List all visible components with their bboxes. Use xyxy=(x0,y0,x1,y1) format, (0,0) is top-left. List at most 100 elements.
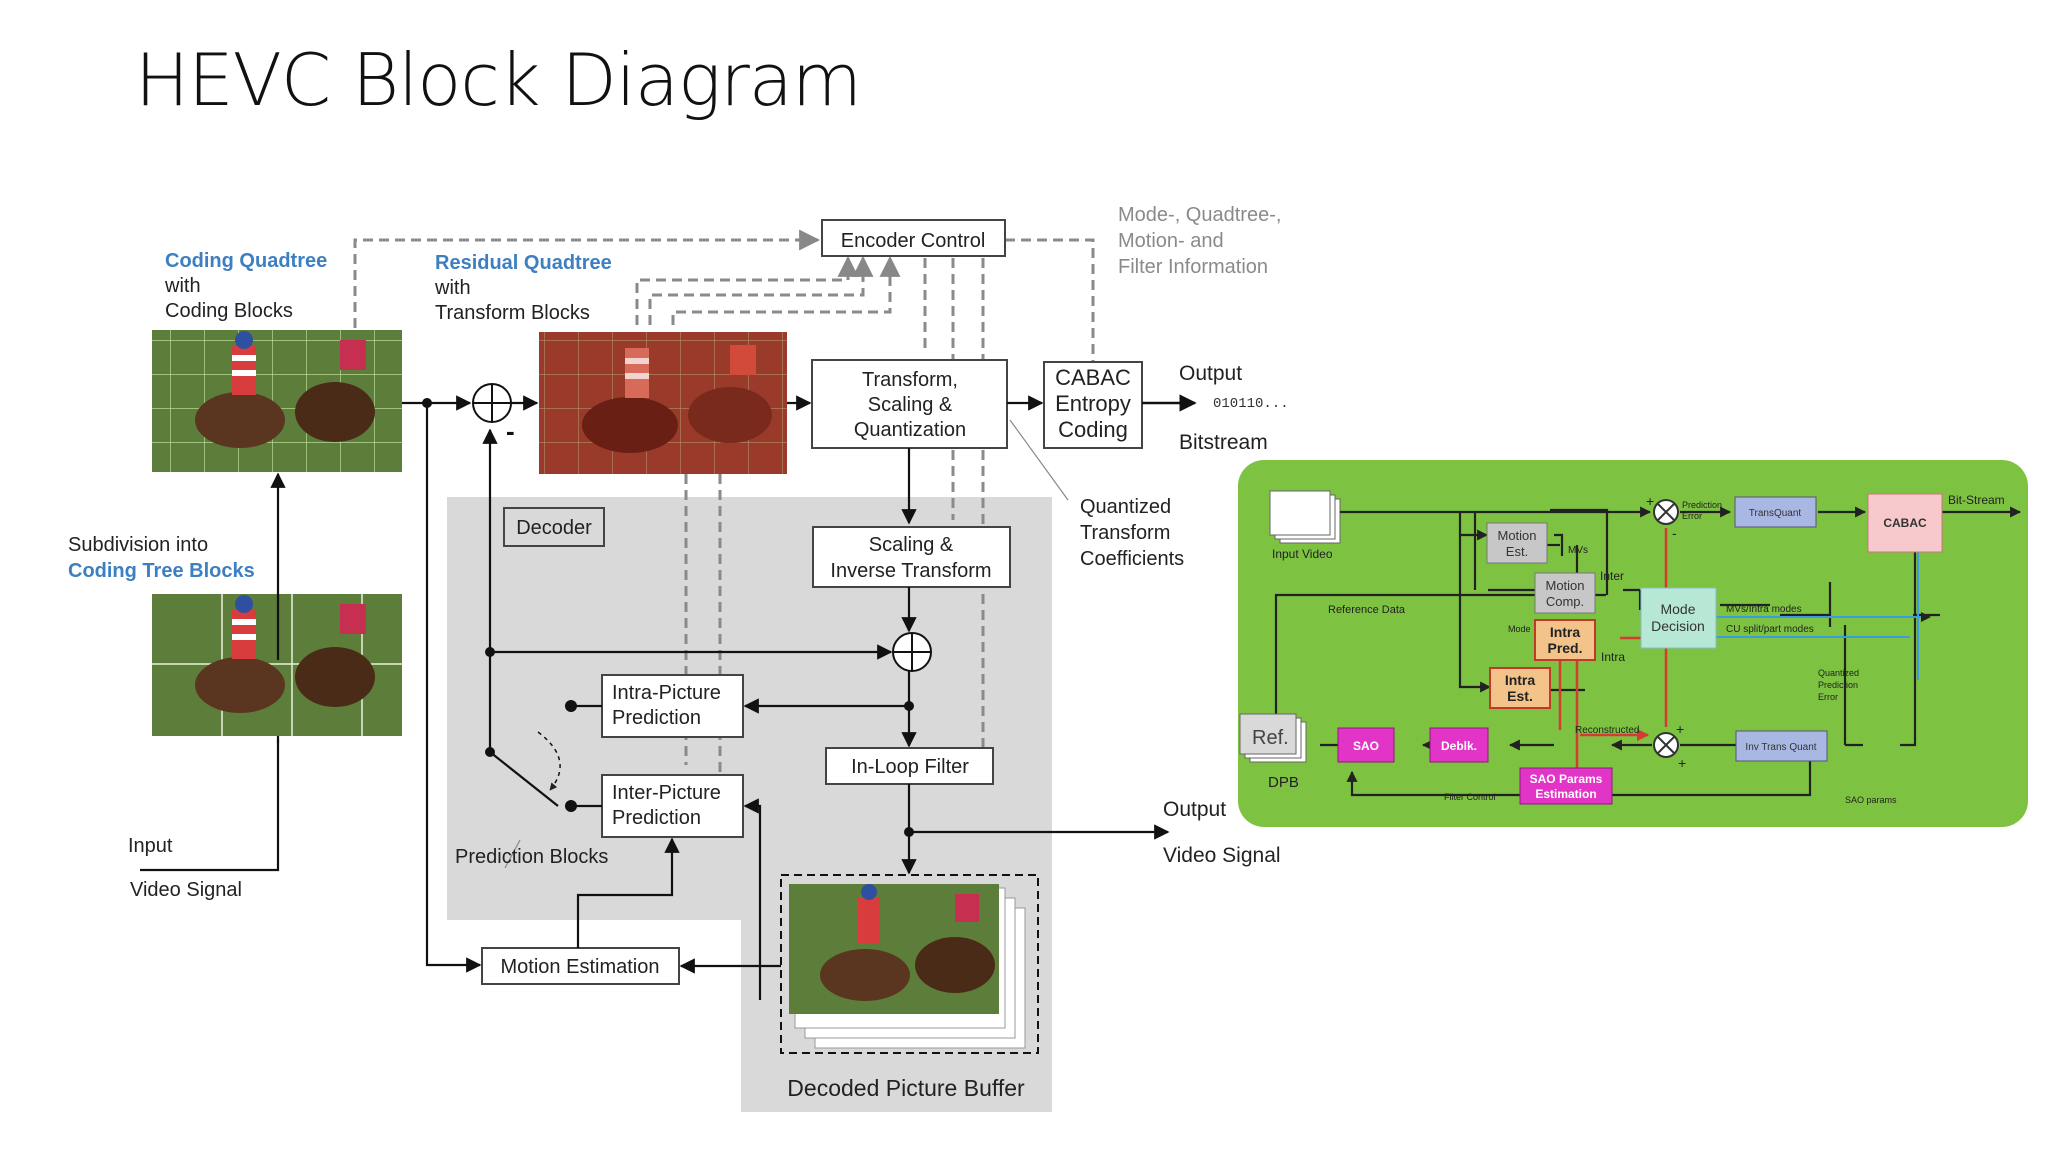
output-bitstream-line1: Output xyxy=(1179,362,1242,385)
rp-filter-control-label: Filter Control xyxy=(1444,792,1496,802)
dpb-frames xyxy=(780,874,1039,1054)
rp-mvs-label: MVs xyxy=(1568,545,1588,556)
rp-intra-pred-box xyxy=(1534,619,1596,661)
subdivision-label: Subdivision into Coding Tree Blocks xyxy=(68,534,255,582)
rp-deblk-label: Deblk. xyxy=(1441,739,1477,753)
pred-blocks-leader xyxy=(504,839,521,869)
rp-motion-comp-line1: Motion xyxy=(1545,578,1584,593)
prediction-blocks-label: Prediction Blocks xyxy=(455,846,608,868)
rp-mode-label: Mode xyxy=(1508,624,1531,634)
input-line2: Video Signal xyxy=(130,879,242,901)
rp-deblk-box xyxy=(1429,727,1489,763)
motion-estimation-label: Motion Estimation xyxy=(501,956,660,978)
rp-subtract-node xyxy=(1653,499,1679,525)
rp-mv-modes-label: MVs/Intra modes xyxy=(1726,604,1802,615)
rp-sao-box xyxy=(1337,727,1395,763)
rp-transquant-box xyxy=(1734,496,1817,528)
residual-quadtree-label: Residual Quadtree with Transform Blocks xyxy=(434,252,612,324)
decoder-label: Decoder xyxy=(516,517,592,539)
cabac-line2: Entropy xyxy=(1055,391,1131,416)
dpb-label: Decoded Picture Buffer xyxy=(787,1075,1025,1101)
side-info-line2: Motion- and xyxy=(1118,230,1224,252)
side-info-label: Mode-, Quadtree-, Motion- and Filter Inf… xyxy=(1118,204,1281,278)
rp-intra-est-box xyxy=(1489,667,1551,709)
rp-motion-comp-box xyxy=(1534,572,1596,614)
rp-prediction-error-line2: Error xyxy=(1682,511,1702,521)
coding-quadtree-blocks: Coding Blocks xyxy=(165,300,293,322)
rp-intra-est-line1: Intra xyxy=(1505,672,1536,688)
rp-ref-label: Ref. xyxy=(1252,727,1289,749)
qtc-line1: Quantized xyxy=(1080,496,1171,518)
rp-plus-right: + xyxy=(1676,721,1684,737)
signal-lines xyxy=(140,394,1197,1000)
rp-minus-top: - xyxy=(1672,525,1677,541)
residual-quadtree-blocks: Transform Blocks xyxy=(435,302,590,324)
rp-sao-label: SAO xyxy=(1353,739,1379,753)
rp-inv-trans-quant-label: Inv Trans Quant xyxy=(1745,742,1816,753)
summing-node-subtract xyxy=(472,383,512,423)
transform-label: Transform, Scaling & Quantization xyxy=(854,369,966,441)
rp-cu-modes-label: CU split/part modes xyxy=(1726,624,1814,635)
summing-node-add xyxy=(892,632,932,672)
intra-prediction-line2: Prediction xyxy=(612,707,701,729)
qtc-line2: Transform xyxy=(1080,522,1170,544)
rp-prediction-error-line1: Prediction xyxy=(1682,500,1722,510)
rp-mode-decision-line2: Decision xyxy=(1651,618,1705,634)
rp-inter-label: Inter xyxy=(1600,569,1624,583)
coding-quadtree-with: with xyxy=(164,275,201,297)
coding-quadtree-title: Coding Quadtree xyxy=(165,250,327,272)
rp-qpe-line1: Quantized xyxy=(1818,668,1859,678)
side-info-line3: Filter Information xyxy=(1118,256,1268,278)
transform-line1: Transform, xyxy=(862,369,958,391)
rp-motion-comp-line2: Comp. xyxy=(1546,594,1584,609)
input-label: Input Video Signal xyxy=(128,835,242,901)
rp-qpe-line3: Error xyxy=(1818,692,1838,702)
scaling-inverse-line2: Inverse Transform xyxy=(830,560,991,582)
rp-add-node xyxy=(1653,732,1679,758)
qtc-line3: Coefficients xyxy=(1080,548,1184,570)
qtc-label: Quantized Transform Coefficients xyxy=(1080,496,1184,570)
output-video-line2: Video Signal xyxy=(1163,844,1281,867)
subdivision-line1: Subdivision into xyxy=(68,534,208,556)
subdivision-line2: Coding Tree Blocks xyxy=(68,560,255,582)
residual-quadtree-with: with xyxy=(434,277,471,299)
rp-mode-decision-box xyxy=(1640,587,1717,649)
output-bitstream-line2: Bitstream xyxy=(1179,431,1268,454)
rp-transquant-label: TransQuant xyxy=(1749,508,1802,519)
rp-dpb-label: DPB xyxy=(1268,774,1299,791)
scaling-inverse-line1: Scaling & xyxy=(869,534,954,556)
rp-sao-params-est-box xyxy=(1519,767,1613,805)
slide-title: HEVC Block Diagram xyxy=(135,38,862,122)
coding-quadtree-image xyxy=(152,330,402,472)
decoder-label-box xyxy=(503,507,605,547)
rp-bitstream-label: Bit-Stream xyxy=(1948,493,2005,507)
side-info-line1: Mode-, Quadtree-, xyxy=(1118,204,1281,226)
rp-cabac-box xyxy=(1867,493,1943,553)
rp-inv-trans-quant-box xyxy=(1735,730,1828,762)
rp-intra-est-line2: Est. xyxy=(1507,688,1533,704)
rp-reference-data-label: Reference Data xyxy=(1328,604,1406,616)
cabac-label: CABAC Entropy Coding xyxy=(1055,365,1131,442)
inter-prediction-line1: Inter-Picture xyxy=(612,782,721,804)
inter-prediction-box xyxy=(601,774,744,838)
intra-prediction-line1: Intra-Picture xyxy=(612,682,721,704)
output-video-line1: Output xyxy=(1163,798,1226,821)
rp-sao-params-label: SAO params xyxy=(1845,795,1897,805)
coding-quadtree-label: Coding Quadtree with Coding Blocks xyxy=(164,250,327,322)
encoder-control-label: Encoder Control xyxy=(841,230,986,252)
rp-cyan-lines xyxy=(1716,520,1931,680)
cabac-line1: CABAC xyxy=(1055,365,1131,390)
rp-signal-lines xyxy=(1274,506,2022,797)
transform-line2: Scaling & xyxy=(868,394,953,416)
cabac-line3: Coding xyxy=(1058,417,1128,442)
rp-intra-label: Intra xyxy=(1601,650,1625,664)
qtc-leader xyxy=(1009,419,1069,501)
residual-quadtree-image xyxy=(539,332,787,474)
rp-ref-stack xyxy=(1239,713,1307,763)
rp-plus-top: + xyxy=(1646,493,1654,509)
rp-intra-pred-line2: Pred. xyxy=(1547,640,1582,656)
rp-reconstructed-label: Reconstructed xyxy=(1575,725,1639,736)
junction-dots xyxy=(422,398,914,837)
residual-quadtree-title: Residual Quadtree xyxy=(435,252,612,274)
